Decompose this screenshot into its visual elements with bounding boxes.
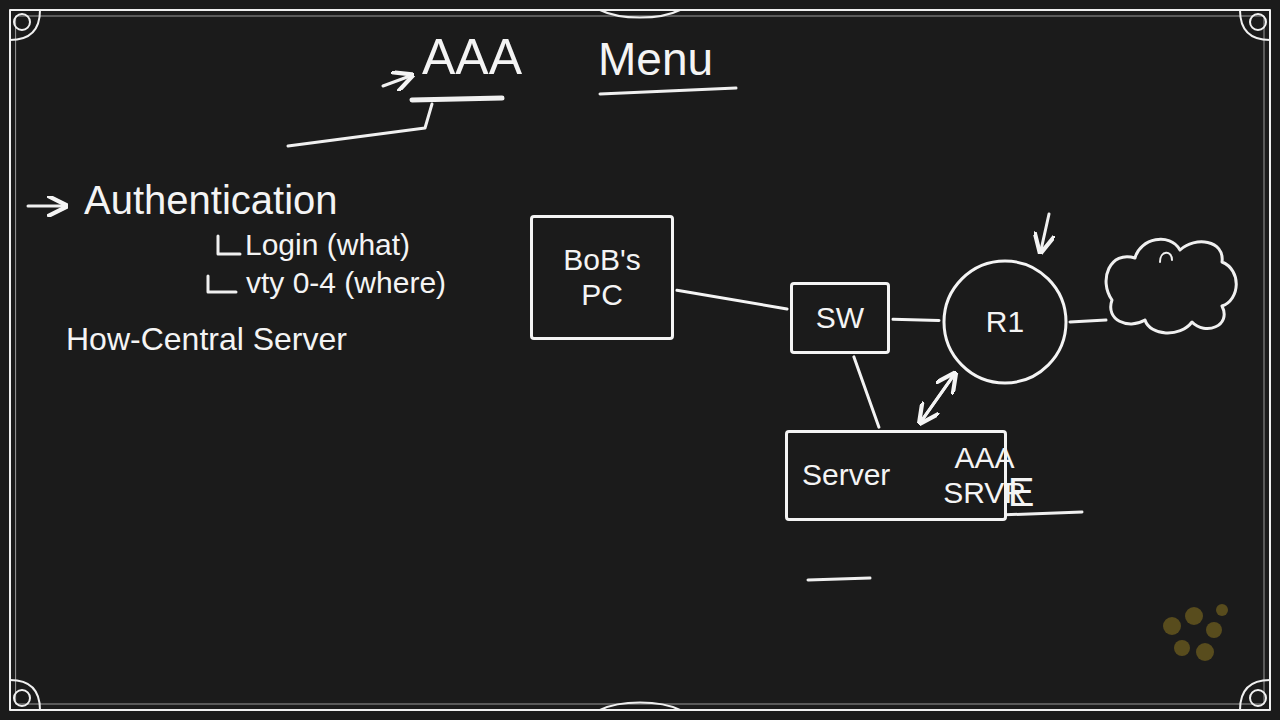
watermark-dots <box>1163 604 1228 661</box>
board-label: vty 0-4 (where) <box>246 266 446 299</box>
node-text: R1 <box>986 305 1024 340</box>
cloud-symbol <box>1106 239 1236 333</box>
switch-box: SW <box>790 282 890 354</box>
pc-box: BoB's PC <box>530 215 674 340</box>
connector <box>921 375 953 421</box>
connector <box>921 375 953 421</box>
board-label: Menu <box>598 34 713 85</box>
aaa-underline <box>808 578 870 580</box>
cloud-curl <box>1160 253 1172 262</box>
bullet-arrow <box>28 205 64 208</box>
cloud-link <box>1070 320 1106 322</box>
sub-bracket <box>208 276 236 292</box>
connector <box>893 319 939 320</box>
connector <box>854 357 879 427</box>
node-text: BoB's PC <box>547 243 657 312</box>
node-text: SW <box>816 301 864 336</box>
board-frame-inner <box>16 16 1264 704</box>
pointer-arrow <box>1041 214 1049 250</box>
title-leader <box>288 104 432 146</box>
node-text: Server <box>802 458 890 493</box>
menu-underline <box>600 88 736 94</box>
node-caption: AAA SRVR <box>935 441 1035 510</box>
title: AAA <box>422 30 522 85</box>
frame-corners <box>10 10 1270 710</box>
board-label: Login (what) <box>245 228 410 261</box>
server-box: ServerAAA SRVR <box>785 430 1007 521</box>
board-frame <box>10 10 1270 710</box>
board-label: How-Central Server <box>66 322 347 357</box>
router-circle: R1 <box>942 259 1068 385</box>
title-underline <box>412 98 502 100</box>
sub-bracket <box>218 236 240 254</box>
board-label: Authentication <box>84 178 338 222</box>
connector <box>677 290 787 309</box>
title-arrow <box>383 76 410 86</box>
